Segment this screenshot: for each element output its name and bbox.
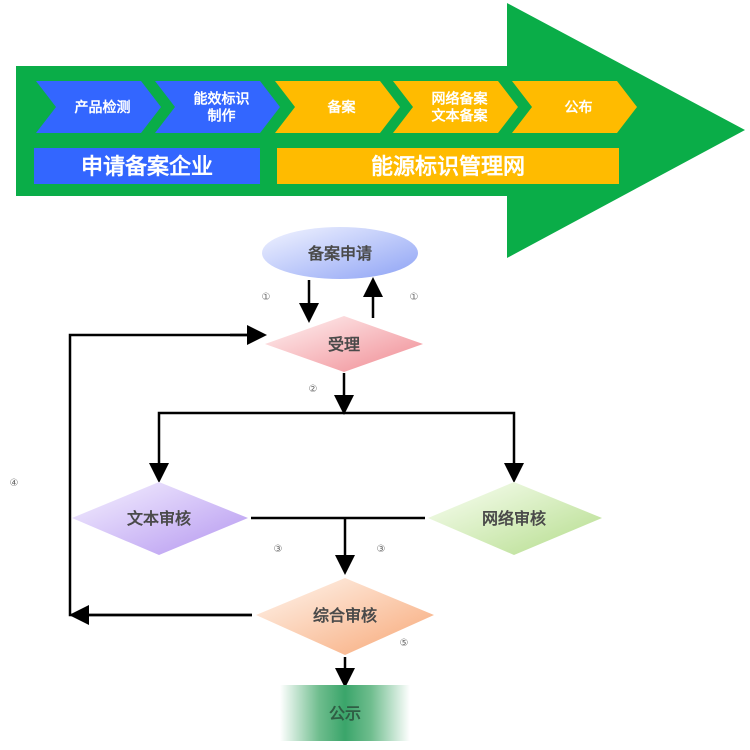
node-publish-label: 公示	[329, 704, 361, 723]
node-comprehensive-review	[256, 578, 434, 655]
process-step-chevron	[512, 81, 637, 133]
step-number-4: ④	[10, 478, 19, 489]
step-number-1-right: ①	[410, 292, 419, 303]
step-number-3-left: ③	[274, 544, 283, 555]
process-step-chevron	[275, 81, 400, 133]
management-group-label: 能源标识管理网	[371, 154, 525, 180]
process-step-label: 产品检测	[75, 99, 131, 116]
process-step-label: 网络备案	[432, 91, 489, 108]
node-network-review	[428, 482, 602, 555]
process-step-label: 制作	[208, 108, 236, 125]
node-apply-label: 备案申请	[307, 244, 372, 263]
process-step-chevron	[393, 81, 518, 133]
node-apply	[262, 227, 418, 279]
node-accept	[265, 316, 423, 372]
management-group-bar	[277, 148, 619, 184]
process-step-label: 能效标识	[194, 91, 250, 108]
process-step-label: 公布	[565, 99, 593, 116]
flow-connectors	[68, 277, 524, 688]
node-text-review	[72, 482, 248, 555]
step-number-2: ②	[309, 384, 318, 395]
node-publish	[280, 685, 410, 741]
node-comprehensive-review-label: 综合审核	[313, 606, 377, 625]
applicant-group-bar	[34, 148, 260, 184]
step-number-3-right: ③	[377, 544, 386, 555]
process-step-label: 文本备案	[432, 108, 489, 125]
step-number-1-left: ①	[262, 292, 271, 303]
process-step-label: 备案	[327, 99, 357, 116]
node-network-review-label: 网络审核	[482, 509, 546, 528]
process-step-chevron	[155, 81, 280, 133]
step-number-5: ⑤	[400, 638, 409, 649]
process-step-chevron	[36, 81, 161, 133]
applicant-group-label: 申请备案企业	[81, 154, 213, 180]
node-accept-label: 受理	[328, 335, 360, 354]
node-text-review-label: 文本审核	[127, 509, 191, 528]
